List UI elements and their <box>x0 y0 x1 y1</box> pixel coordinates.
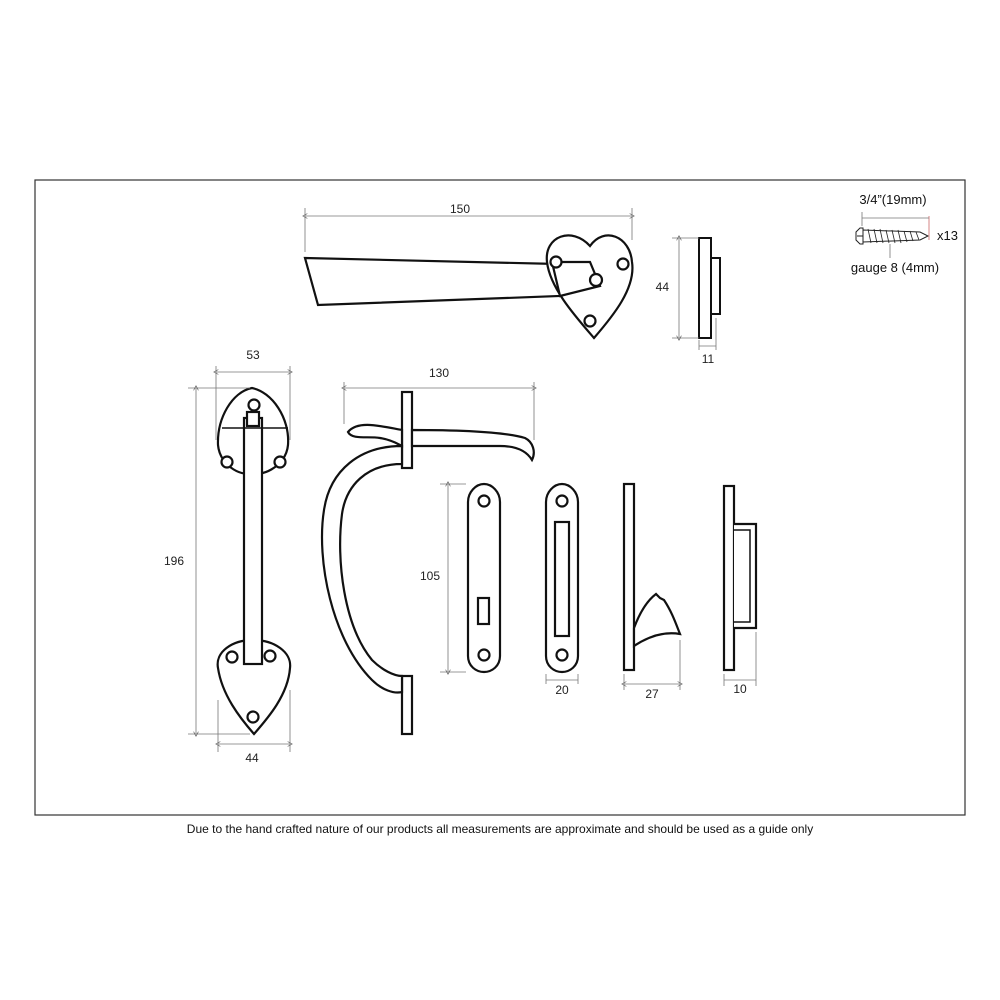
dim-thumb-length: 130 <box>429 366 449 380</box>
dim-plate-height: 105 <box>420 569 440 583</box>
screw-gauge-label: gauge 8 (4mm) <box>851 260 939 275</box>
dim-keep-depth: 11 <box>702 352 715 366</box>
screw-hole-icon <box>583 314 597 328</box>
screw-hole-icon <box>273 455 287 469</box>
screw-hole-icon <box>220 455 234 469</box>
screw-hole-icon <box>246 710 260 724</box>
screw-hole-icon <box>555 494 569 508</box>
handle-front-view <box>216 386 292 736</box>
backplate-slot-view <box>466 482 502 674</box>
dim-handle-top-width: 53 <box>246 348 260 362</box>
screw-hole-icon <box>263 649 277 663</box>
backplate-long-slot-view <box>544 482 580 674</box>
screw-hole-icon <box>616 257 630 271</box>
keep-side-view <box>698 237 721 339</box>
pivot-icon <box>588 272 604 288</box>
handle-bottom-plate <box>216 638 292 736</box>
measurement-disclaimer: Due to the hand crafted nature of our pr… <box>186 822 814 836</box>
dim-staple-depth: 27 <box>645 687 659 701</box>
screw-hole-icon <box>477 648 491 662</box>
lever-latch-bar <box>303 234 634 340</box>
screw-hole-icon <box>555 648 569 662</box>
screw-hole-icon <box>225 650 239 664</box>
screw-hole-icon <box>477 494 491 508</box>
dim-keep2-depth: 10 <box>733 682 747 696</box>
dim-handle-bottom-width: 44 <box>245 751 259 765</box>
dim-handle-height: 196 <box>164 554 184 568</box>
staple-side-view <box>622 482 682 672</box>
keep-box-side-view <box>722 484 758 672</box>
drawing-border <box>34 179 966 816</box>
screw-quantity: x13 <box>937 228 958 243</box>
screw-hole-icon <box>549 255 563 269</box>
dim-plate-width: 20 <box>555 683 569 697</box>
dim-keep-height: 44 <box>656 280 670 294</box>
bow-handle-side-view <box>320 390 535 736</box>
dim-lever-length: 150 <box>450 202 470 216</box>
screw-icon <box>855 227 930 245</box>
screw-hole-icon <box>247 398 261 412</box>
screw-length-label: 3/4”(19mm) <box>859 192 926 207</box>
